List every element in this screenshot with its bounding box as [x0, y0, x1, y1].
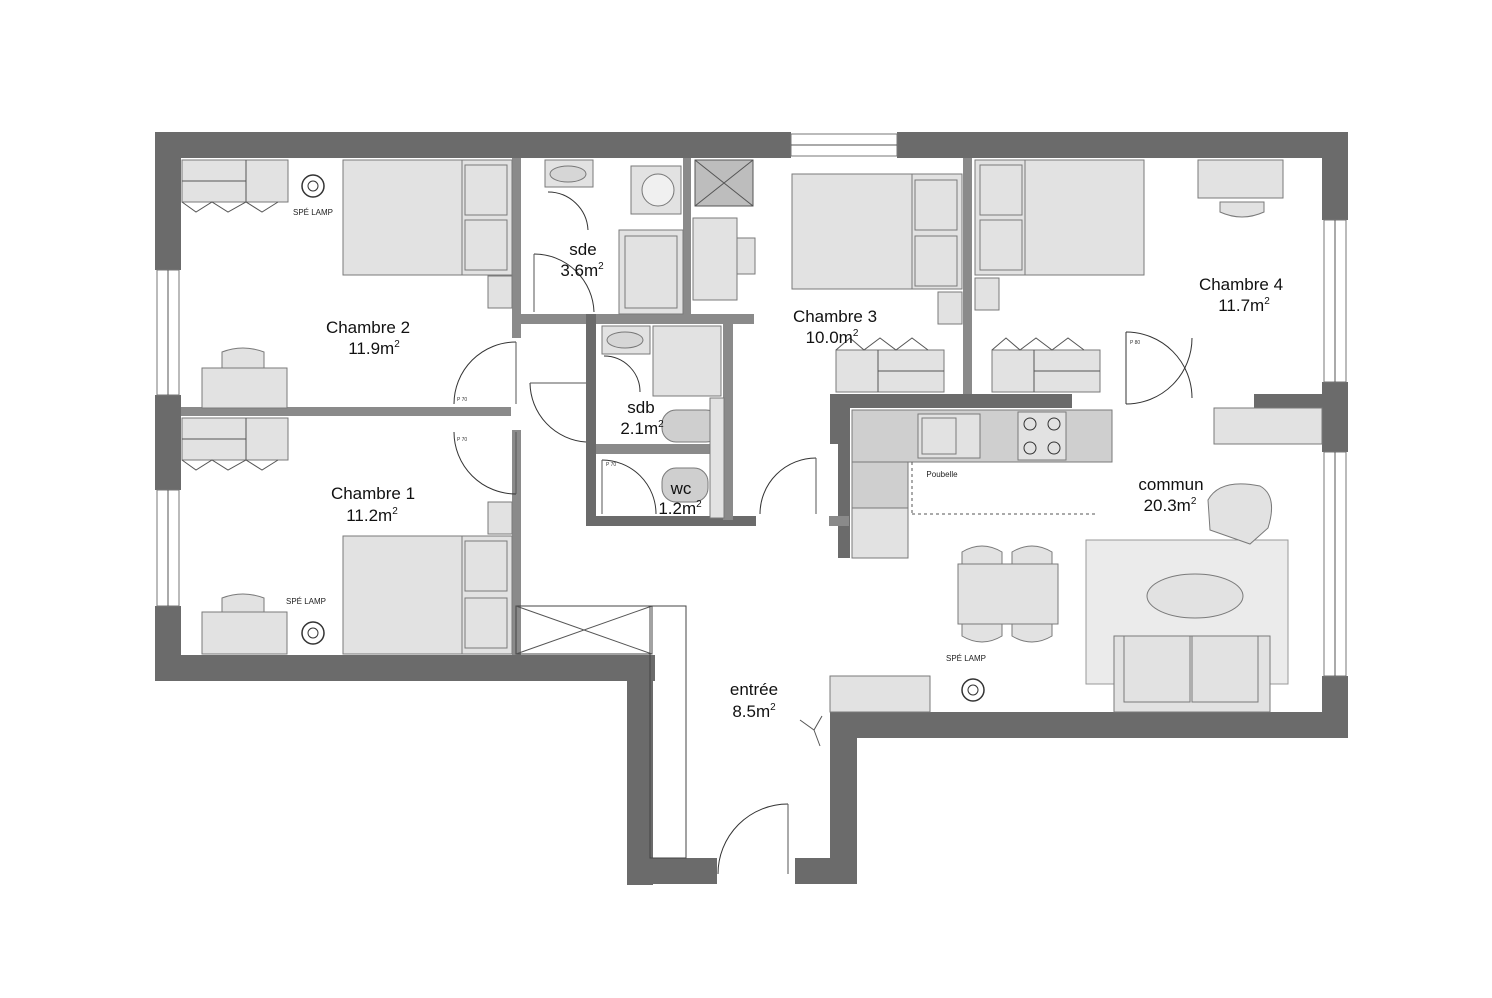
door-tag: P 70 — [457, 437, 467, 443]
chambre4-furniture — [974, 159, 1284, 393]
room-name: sdb — [627, 398, 654, 417]
room-chambre2: Chambre 2 11.9m2 — [326, 318, 410, 358]
room-name: Chambre 1 — [331, 484, 415, 503]
armchair — [1207, 483, 1273, 545]
room-area: 10.0m2 — [806, 328, 859, 347]
chambre2-furniture — [181, 159, 513, 409]
dining-area — [957, 483, 1289, 713]
room-area: 2.1m2 — [620, 419, 664, 438]
room-name: wc — [670, 479, 692, 498]
room-area: 3.6m2 — [560, 261, 604, 280]
coffee-table — [1146, 573, 1244, 619]
kitchen — [829, 407, 1323, 713]
room-area: 11.9m2 — [348, 339, 400, 358]
desk — [201, 611, 288, 655]
room-area: 1.2m2 — [658, 499, 702, 518]
chambre1-furniture — [181, 417, 513, 655]
lamp-label: SPÉ LAMP — [946, 654, 986, 663]
chambre3-furniture — [791, 173, 963, 393]
room-name: Chambre 3 — [793, 307, 877, 326]
room-chambre1: Chambre 1 11.2m2 — [331, 484, 415, 525]
room-wc: wc 1.2m2 — [658, 479, 702, 518]
room-name: sde — [569, 240, 596, 259]
windows — [156, 133, 1347, 677]
desk — [201, 367, 288, 409]
doors — [453, 191, 1193, 875]
poubelle-label: Poubelle — [926, 470, 958, 479]
room-area: 11.7m2 — [1218, 296, 1270, 315]
room-chambre3: Chambre 3 10.0m2 — [793, 307, 877, 347]
lamp-icon — [961, 678, 985, 702]
room-name: commun — [1138, 475, 1203, 494]
desk — [1197, 159, 1284, 199]
lamp-label: SPÉ LAMP — [293, 208, 333, 217]
bathroom-furniture — [544, 159, 756, 519]
lamp-label: SPÉ LAMP — [286, 597, 326, 606]
room-entree: entrée 8.5m2 — [730, 680, 778, 721]
interior-walls — [181, 158, 1322, 655]
room-sde: sde 3.6m2 — [560, 240, 604, 280]
room-sdb: sdb 2.1m2 — [620, 398, 664, 438]
room-area: 8.5m2 — [732, 702, 776, 721]
room-name: Chambre 4 — [1199, 275, 1283, 294]
room-name: entrée — [730, 680, 778, 699]
room-area: 11.2m2 — [346, 506, 398, 525]
lamp-icon — [301, 174, 325, 198]
outer-walls — [155, 132, 1348, 885]
door-tag: P 70 — [457, 397, 467, 403]
lamp-icon — [301, 621, 325, 645]
hob — [1017, 411, 1067, 461]
room-area: 20.3m2 — [1144, 496, 1197, 515]
door-tag: P 70 — [606, 462, 616, 468]
door-tag: P 80 — [1130, 340, 1140, 346]
room-chambre4: Chambre 4 11.7m2 — [1199, 275, 1283, 315]
room-commun: commun 20.3m2 — [1138, 475, 1203, 515]
room-name: Chambre 2 — [326, 318, 410, 337]
dining-table — [957, 563, 1059, 625]
